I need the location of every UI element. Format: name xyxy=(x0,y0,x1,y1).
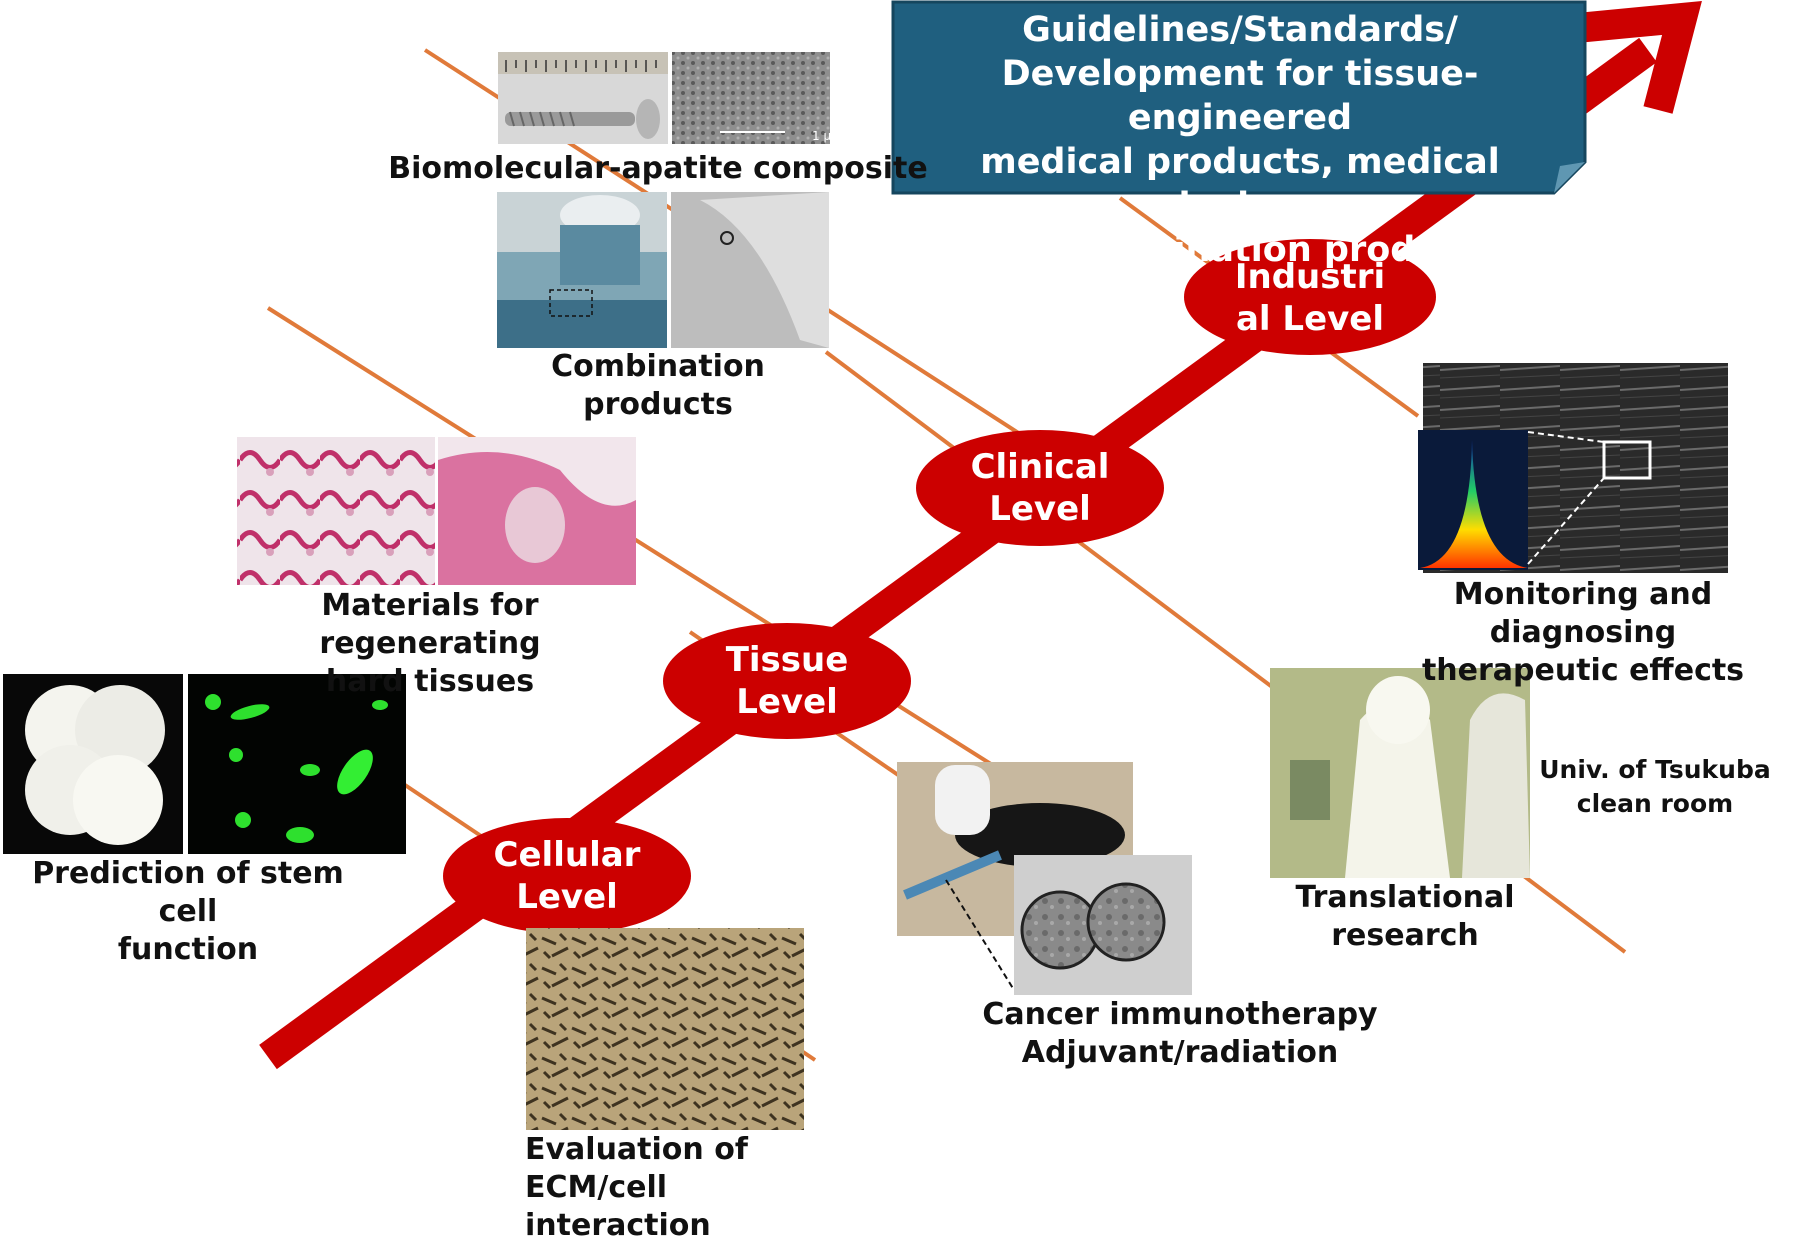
guidelines-banner xyxy=(891,0,1587,195)
caption-biomolecular: Biomolecular-apatite composite xyxy=(388,151,928,186)
ellipse-tissue-level xyxy=(663,623,911,739)
tissue-level-label: Tissue Level xyxy=(725,640,849,722)
caption-cancer: Cancer immunotherapy Adjuvant/radiation xyxy=(982,997,1378,1070)
photo-biomolecular-sem xyxy=(672,52,830,144)
caption-stem-cell: Prediction of stem cell function xyxy=(32,856,344,967)
photo-tem-cells xyxy=(1014,855,1192,995)
diagram-stage: 1 μm xyxy=(3,0,1771,1243)
cellular-level-label: Cellular Level xyxy=(493,835,641,917)
caption-hard-tissues: Materials for regenerating hard tissues xyxy=(319,588,541,699)
caption-monitoring: Monitoring and diagnosing therapeutic ef… xyxy=(1421,577,1745,688)
photo-biomolecular-screw xyxy=(498,52,668,144)
branch-line-hard-tissues xyxy=(266,306,1042,797)
caption-ecm: Evaluation of ECM/cell interaction xyxy=(525,1132,748,1243)
caption-combination: Combination products xyxy=(551,349,765,422)
ellipse-clinical-level xyxy=(916,430,1164,546)
scale-bar-label: 1 μm xyxy=(812,129,843,143)
industrial-level-label: Industri al Level xyxy=(1234,257,1386,339)
photo-histology-right xyxy=(438,437,636,585)
banner-text: Guidelines/Standards/ Development for ti… xyxy=(980,10,1500,270)
photo-discs xyxy=(3,674,183,854)
zoom-guide-line xyxy=(945,879,1015,991)
photo-clean-room xyxy=(1270,668,1530,878)
photo-ecm-cells xyxy=(526,928,804,1130)
photo-fluorescent-cells xyxy=(188,674,406,854)
photo-surgery xyxy=(497,192,667,348)
ellipse-cellular-level xyxy=(443,818,691,934)
photo-tissue-specimen xyxy=(671,192,829,348)
caption-clean-room: Univ. of Tsukuba clean room xyxy=(1539,755,1771,818)
ellipse-industrial-level xyxy=(1184,239,1436,355)
caption-translational: Translational research xyxy=(1295,880,1515,953)
diagram-canvas: 1 μm xyxy=(3,0,1728,1130)
photo-histology-left xyxy=(237,437,435,585)
photo-ultrasound xyxy=(1418,363,1728,573)
clinical-level-label: Clinical Level xyxy=(970,447,1110,529)
